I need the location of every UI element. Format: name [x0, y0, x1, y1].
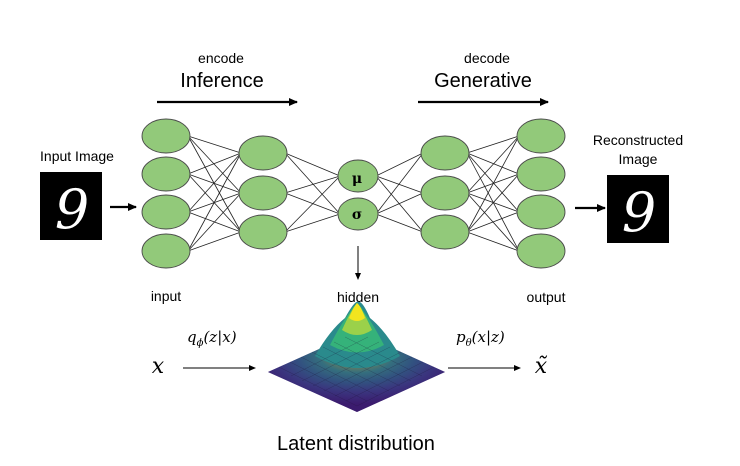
edge-input-layer-1-to-encoder-hidden-layer-1: [187, 173, 242, 194]
network-edges: [187, 135, 520, 252]
edge-decoder-hidden-layer-2-to-output-layer-0: [466, 135, 520, 233]
reconstructed-label-line1: Reconstructed: [593, 132, 683, 148]
edge-input-layer-0-to-encoder-hidden-layer-0: [187, 135, 242, 154]
latent-layer-node-1: [337, 197, 379, 231]
input-image-label: Input Image: [40, 148, 114, 164]
input-layer-node-2: [141, 194, 191, 230]
inference-label: Inference: [180, 70, 263, 92]
edge-encoder-hidden-layer-2-to-latent-layer-1: [284, 213, 341, 233]
mu-label: μ: [352, 171, 362, 187]
input-layer-label: input: [151, 288, 181, 304]
q-sub: ϕ: [197, 338, 204, 349]
decoder-hidden-layer-node-0: [420, 135, 470, 171]
edge-input-layer-3-to-encoder-hidden-layer-2: [187, 231, 242, 252]
latent-distribution-label: Latent distribution: [277, 433, 435, 455]
edge-input-layer-3-to-encoder-hidden-layer-0: [187, 152, 242, 252]
output-layer-node-2: [516, 194, 566, 230]
encoder-hidden-layer-node-2: [238, 214, 288, 250]
decode-label: decode: [464, 50, 510, 66]
q-args: (z|x): [203, 328, 236, 346]
edge-input-layer-2-to-encoder-hidden-layer-0: [187, 152, 242, 213]
edge-encoder-hidden-layer-0-to-latent-layer-1: [284, 152, 341, 215]
edge-input-layer-1-to-encoder-hidden-layer-0: [187, 152, 242, 175]
output-layer-node-3: [516, 233, 566, 269]
edge-decoder-hidden-layer-0-to-output-layer-2: [466, 152, 520, 213]
edge-encoder-hidden-layer-0-to-latent-layer-0: [284, 152, 341, 177]
edge-encoder-hidden-layer-2-to-latent-layer-0: [284, 175, 341, 233]
input-layer-node-3: [141, 233, 191, 269]
hidden-layer-label: hidden: [337, 289, 379, 305]
edge-latent-layer-1-to-decoder-hidden-layer-2: [375, 213, 424, 233]
p-theta-label: pθ(x|z): [456, 328, 505, 349]
network-nodes: [141, 118, 566, 269]
input-image-digit: 9: [55, 178, 89, 241]
latent-layer-node-0: [337, 159, 379, 193]
edge-encoder-hidden-layer-1-to-latent-layer-0: [284, 175, 341, 194]
edge-latent-layer-0-to-decoder-hidden-layer-2: [375, 175, 424, 233]
edge-decoder-hidden-layer-0-to-output-layer-1: [466, 152, 520, 175]
edge-decoder-hidden-layer-2-to-output-layer-1: [466, 173, 520, 233]
sigma-label: σ: [352, 207, 362, 223]
encoder-hidden-layer-node-0: [238, 135, 288, 171]
p-args: (x|z): [472, 328, 505, 346]
reconstructed-image-digit: 9: [622, 181, 656, 244]
input-layer-node-0: [141, 118, 191, 154]
encode-label: encode: [198, 50, 244, 66]
edge-latent-layer-0-to-decoder-hidden-layer-0: [375, 152, 424, 177]
edge-input-layer-0-to-encoder-hidden-layer-2: [187, 135, 242, 233]
edge-decoder-hidden-layer-0-to-output-layer-0: [466, 135, 520, 154]
reconstructed-label-line2: Image: [619, 151, 658, 167]
decoder-hidden-layer-node-2: [420, 214, 470, 250]
encoder-hidden-layer-node-1: [238, 175, 288, 211]
input-image: [40, 172, 102, 240]
edge-decoder-hidden-layer-1-to-output-layer-0: [466, 135, 520, 194]
p-sub: θ: [466, 338, 472, 349]
edge-decoder-hidden-layer-2-to-output-layer-2: [466, 211, 520, 233]
q-main: q: [187, 328, 197, 346]
x-tilde-symbol: x̃: [535, 354, 548, 379]
edge-input-layer-1-to-encoder-hidden-layer-2: [187, 173, 242, 233]
edge-decoder-hidden-layer-2-to-output-layer-3: [466, 231, 520, 252]
x-symbol: x: [152, 354, 165, 379]
latent-distribution-surface: [268, 301, 445, 412]
q-phi-label: qϕ(z|x): [187, 328, 237, 349]
edge-latent-layer-0-to-decoder-hidden-layer-1: [375, 175, 424, 194]
input-layer-node-1: [141, 156, 191, 192]
edge-input-layer-3-to-encoder-hidden-layer-1: [187, 192, 242, 252]
output-layer-label: output: [527, 289, 566, 305]
output-layer-node-1: [516, 156, 566, 192]
edge-input-layer-0-to-encoder-hidden-layer-1: [187, 135, 242, 194]
p-main: p: [456, 328, 466, 346]
edge-latent-layer-1-to-decoder-hidden-layer-1: [375, 192, 424, 215]
decoder-hidden-layer-node-1: [420, 175, 470, 211]
output-layer-node-0: [516, 118, 566, 154]
edge-latent-layer-1-to-decoder-hidden-layer-0: [375, 152, 424, 215]
generative-label: Generative: [434, 70, 532, 92]
reconstructed-image: [607, 175, 669, 243]
edge-decoder-hidden-layer-0-to-output-layer-3: [466, 152, 520, 252]
